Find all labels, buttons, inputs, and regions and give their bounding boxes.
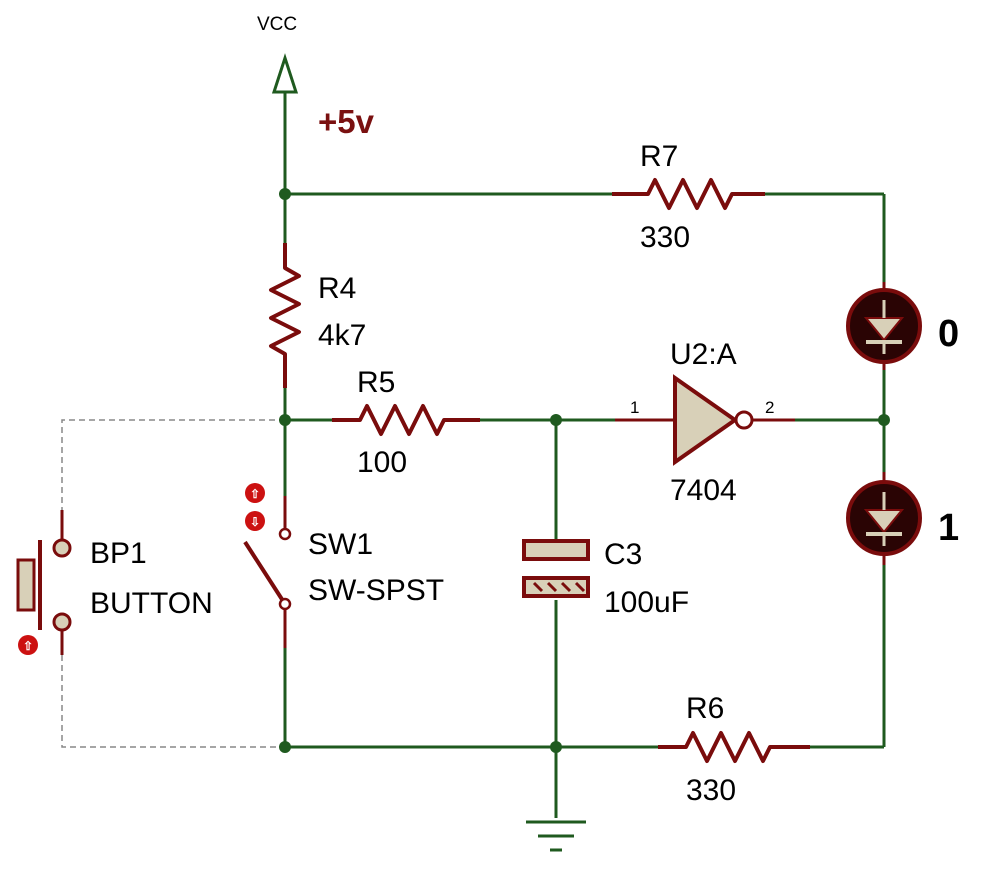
resistor-r4-ref: R4 (318, 272, 356, 305)
inverter-pin-in: 1 (630, 398, 639, 417)
pushbutton-bp1[interactable]: ⇧ BP1 BUTTON (16, 510, 213, 655)
vcc-label: VCC (257, 14, 297, 35)
switch-sw1-ref: SW1 (308, 528, 373, 561)
vcc-arrow-icon (271, 53, 299, 94)
resistor-r7-ref: R7 (640, 140, 678, 173)
resistor-r4-zigzag-icon (269, 243, 301, 388)
resistor-r7-value: 330 (640, 221, 690, 254)
inverter-u2a[interactable]: U2:A 7404 1 2 (615, 338, 795, 507)
capacitor-c3-plate-bottom (522, 576, 590, 598)
switch-sw1[interactable]: ⇧ ⇩ SW1 SW-SPST (243, 483, 444, 648)
button-link-dashed (61, 419, 285, 748)
switch-sw1-contact-bottom (278, 597, 292, 611)
switch-sw1-part: SW-SPST (308, 574, 444, 607)
resistor-r5-zigzag-icon (332, 404, 480, 436)
inverter-pin-out: 2 (765, 398, 774, 417)
resistor-r6[interactable]: R6 330 (658, 692, 810, 807)
pushbutton-bp1-part: BUTTON (90, 587, 213, 620)
resistor-r4-value: 4k7 (318, 319, 366, 352)
resistor-r5-value: 100 (357, 446, 407, 479)
resistor-r6-zigzag-icon (658, 731, 810, 763)
capacitor-c3-ref: C3 (604, 538, 642, 571)
capacitor-c3-polarity-hatch-icon (532, 581, 586, 593)
inverter-triangle-icon (673, 374, 739, 466)
supply-label: +5v (318, 103, 375, 140)
capacitor-c3-value: 100uF (604, 586, 689, 619)
resistor-r7[interactable]: R7 330 (612, 140, 765, 254)
inverter-bubble-icon (734, 410, 754, 430)
switch-sw1-sim-marker-icon[interactable]: ⇧ ⇩ (245, 483, 265, 531)
resistor-r7-zigzag-icon (612, 178, 765, 210)
led-top[interactable]: 0 (846, 282, 959, 370)
led-bottom[interactable]: 1 (846, 472, 959, 565)
junction-top (279, 188, 291, 200)
resistor-r4[interactable]: R4 4k7 (269, 243, 366, 388)
inverter-ref: U2:A (670, 338, 737, 371)
pushbutton-bp1-ref: BP1 (90, 537, 147, 570)
led-top-label: 0 (938, 313, 959, 355)
pushbutton-bp1-contact-bottom (52, 612, 72, 632)
junction-cap-bottom (550, 741, 562, 753)
junction-gate-out (878, 414, 890, 426)
svg-text:⇧: ⇧ (23, 639, 33, 653)
junction-cap-top (550, 414, 562, 426)
resistor-r5-ref: R5 (357, 366, 395, 399)
ground-symbol-icon[interactable] (526, 820, 586, 852)
svg-text:⇩: ⇩ (250, 515, 260, 529)
resistor-r5[interactable]: R5 100 (332, 366, 480, 479)
vcc-terminal[interactable]: VCC (257, 14, 299, 94)
pushbutton-bp1-cap (16, 558, 36, 612)
svg-text:⇧: ⇧ (250, 487, 260, 501)
led-bottom-label: 1 (938, 507, 959, 549)
pushbutton-bp1-sim-marker-icon[interactable]: ⇧ (18, 635, 38, 655)
switch-sw1-contact-top (278, 527, 292, 541)
capacitor-c3-plate-top (522, 539, 590, 561)
pushbutton-bp1-contact-top (52, 538, 72, 558)
inverter-part: 7404 (670, 474, 737, 507)
resistor-r6-ref: R6 (686, 692, 724, 725)
capacitor-c3[interactable]: C3 100uF (522, 538, 689, 619)
switch-sw1-blade-icon (243, 540, 287, 606)
junction-bottom-left (279, 741, 291, 753)
wires (283, 92, 886, 818)
resistor-r6-value: 330 (686, 774, 736, 807)
junction-r4-r5 (279, 414, 291, 426)
junction-dots (279, 188, 890, 753)
